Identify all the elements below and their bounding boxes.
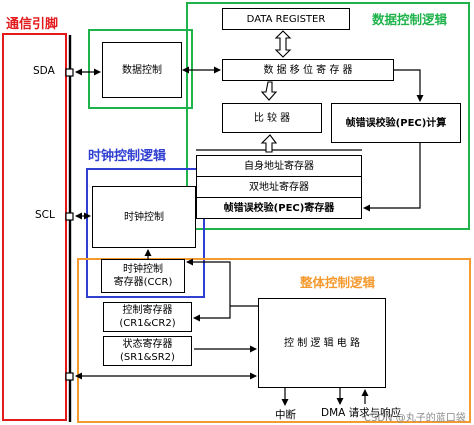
- data-control-region: [186, 2, 470, 230]
- comparator-label: 比 较 器: [253, 112, 291, 124]
- dual-address-label: 双地址寄存器: [249, 181, 309, 193]
- own-address-label: 自身地址寄存器: [244, 160, 314, 172]
- shift-register-block: 数 据 移 位 寄 存 器: [222, 59, 394, 81]
- pec-register-block: 帧错误校验(PEC)寄存器: [196, 197, 362, 219]
- cr-block: 控制寄存器 (CR1&CR2): [103, 302, 192, 332]
- sr-block: 状态寄存器 (SR1&SR2): [103, 336, 192, 366]
- control-logic-block: 控 制 逻 辑 电 路: [258, 298, 386, 388]
- data-control-label: 数据控制: [122, 64, 162, 76]
- pec-register-label: 帧错误校验(PEC)寄存器: [223, 202, 335, 214]
- clock-control-block: 时钟控制: [92, 186, 196, 248]
- sr-label-line1: 状态寄存器: [122, 339, 173, 350]
- pec-calc-block: 帧错误校验(PEC)计算: [331, 103, 461, 143]
- cr-label-line2: (CR1&CR2): [119, 318, 176, 329]
- interrupt-output-label: 中断: [275, 409, 296, 421]
- ccr-label-line2: 寄存器(CCR): [113, 277, 173, 288]
- ccr-label-line1: 时钟控制: [123, 264, 163, 275]
- comm-pins-region: [2, 33, 67, 421]
- comparator-block: 比 较 器: [222, 103, 322, 133]
- control-logic-label: 控 制 逻 辑 电 路: [284, 337, 360, 349]
- comm-pins-title: 通信引脚: [6, 17, 59, 32]
- pec-calc-label: 帧错误校验(PEC)计算: [345, 117, 447, 129]
- cr-label-line1: 控制寄存器: [122, 305, 173, 316]
- sda-pin-label: SDA: [33, 65, 55, 77]
- sr-label-line2: (SR1&SR2): [120, 352, 175, 363]
- data-register-block: DATA REGISTER: [222, 8, 350, 30]
- scl-pin-label: SCL: [35, 209, 55, 221]
- clock-control-label: 时钟控制: [124, 211, 164, 223]
- data-register-label: DATA REGISTER: [246, 13, 326, 25]
- data-control-block: 数据控制: [102, 42, 182, 98]
- overall-control-region: [77, 258, 471, 423]
- dma-output-label: DMA 请求与响应: [321, 407, 402, 419]
- clock-control-title: 时钟控制逻辑: [88, 149, 167, 164]
- clock-control-region: [86, 168, 205, 298]
- overall-control-title: 整体控制逻辑: [300, 275, 376, 290]
- shift-register-label: 数 据 移 位 寄 存 器: [263, 64, 353, 76]
- ccr-block: 时钟控制 寄存器(CCR): [101, 259, 185, 293]
- data-control-title: 数据控制逻辑: [372, 12, 448, 27]
- watermark: CSDN @丸子的蓝口袋: [364, 413, 466, 424]
